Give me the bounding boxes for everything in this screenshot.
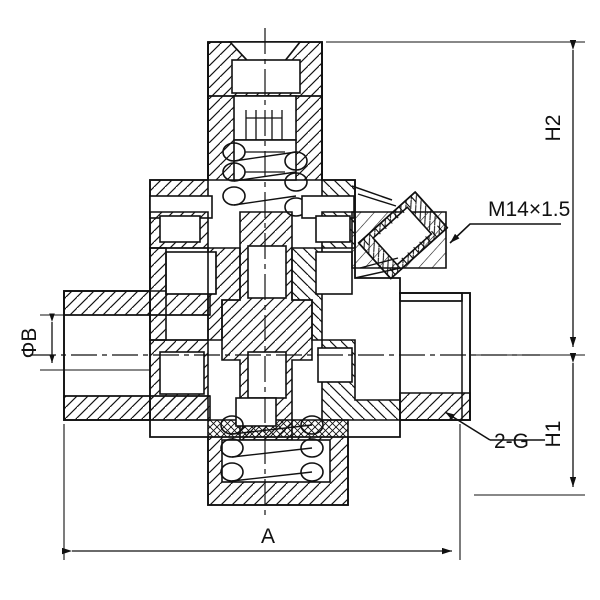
dimension-annotations — [40, 40, 585, 560]
angled-threaded-port — [351, 185, 449, 280]
label-thread-callout: M14×1.5 — [488, 198, 570, 221]
lower-shoulder-band — [149, 339, 401, 421]
leader-2g — [444, 411, 491, 441]
bottom-compression-spring — [220, 415, 324, 482]
leader-lines — [444, 223, 561, 441]
label-port-callout: 2-G — [494, 430, 529, 453]
centerlines — [30, 28, 540, 520]
dimension-h2 — [326, 40, 585, 356]
right-outlet-port — [399, 292, 471, 421]
dimension-h1 — [474, 353, 585, 496]
label-dimension-phi-b: ΦB — [18, 328, 41, 359]
label-dimension-h1: H1 — [542, 421, 565, 448]
upper-shoulder-band — [149, 179, 356, 249]
label-dimension-a: A — [261, 525, 275, 548]
valve-seat-detail — [149, 247, 353, 341]
label-dimension-h2: H2 — [542, 115, 565, 142]
dimension-a — [62, 424, 461, 560]
leader-m14 — [449, 223, 488, 244]
dimension-phi-b — [40, 313, 150, 371]
